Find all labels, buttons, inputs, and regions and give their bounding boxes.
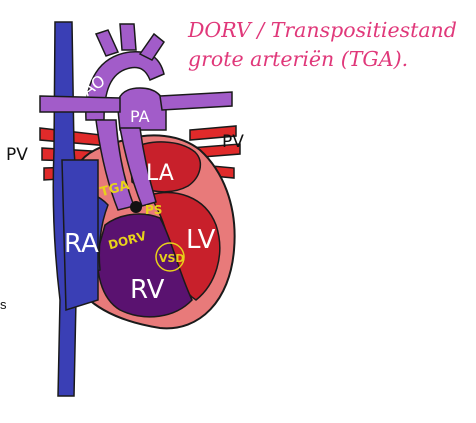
- label-rv: RV: [130, 275, 165, 305]
- label-ra: RA: [64, 229, 99, 259]
- label-vsd: VSD: [159, 252, 185, 265]
- label-lv: LV: [186, 225, 216, 255]
- aorta-branch-3: [140, 34, 164, 60]
- label-pv-left: PV: [6, 145, 28, 165]
- label-pa: PA: [130, 107, 150, 126]
- aorta-branch-1: [96, 30, 118, 56]
- pulmonary-artery-left-branch: [40, 96, 120, 112]
- label-ps: PS: [145, 203, 162, 217]
- label-pv-right: PV: [222, 132, 244, 152]
- pulmonary-artery-right-branch: [160, 92, 232, 110]
- ps-marker-dot: [130, 201, 142, 213]
- label-la: LA: [146, 161, 174, 186]
- aorta-branch-2: [120, 24, 136, 50]
